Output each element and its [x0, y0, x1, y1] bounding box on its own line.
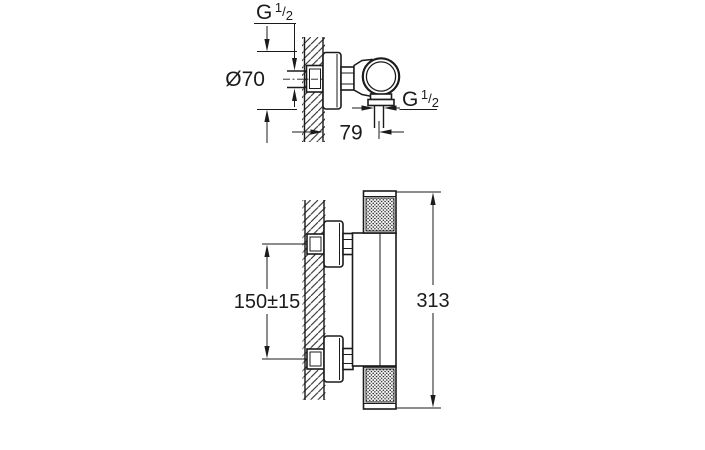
- dimension-wall-to-outlet: 79: [292, 122, 404, 145]
- inlet-spacing-label: 150±15: [234, 291, 301, 313]
- outlet-connector: [367, 93, 395, 107]
- upper-wall-union: [306, 220, 354, 268]
- lower-wall-union: [306, 335, 354, 383]
- wall-section-front: [302, 200, 326, 400]
- mixer-body-front: [351, 232, 397, 367]
- wall-to-outlet-label: 79: [339, 122, 362, 145]
- supply-pipe-stub: [287, 70, 308, 89]
- outlet-pipe: [373, 105, 385, 139]
- dimension-overall-length: 313: [396, 191, 450, 409]
- escutcheon-side: [322, 51, 342, 110]
- volume-handle-knurled: [362, 366, 397, 410]
- temperature-handle-knurled: [362, 190, 397, 234]
- s-union-nut-side: [340, 66, 355, 91]
- dimension-escutcheon-diameter: Ø70: [225, 26, 297, 143]
- overall-length-label: 313: [416, 290, 449, 312]
- dimension-inlet-spacing: 150±15: [234, 244, 301, 359]
- front-view: 150±15 313: [234, 190, 450, 410]
- thermostat-handle-circle: [361, 57, 401, 96]
- escutcheon-diameter-label: Ø70: [225, 68, 265, 91]
